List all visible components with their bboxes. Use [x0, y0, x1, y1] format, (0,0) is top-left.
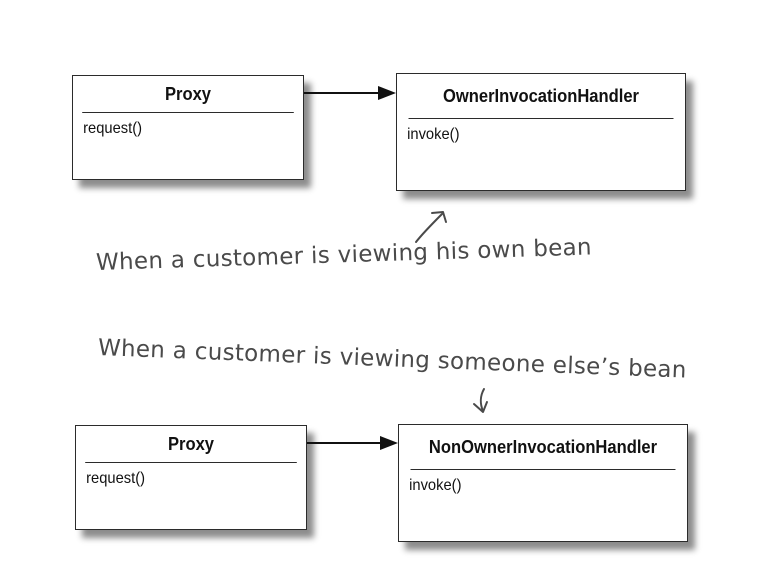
bottom-proxy-box: Proxy request()	[75, 425, 307, 530]
top-handler-method: invoke()	[407, 126, 460, 143]
bottom-association-arrow	[307, 436, 398, 450]
top-handler-title: OwnerInvocationHandler	[408, 74, 674, 119]
top-proxy-method: request()	[83, 120, 143, 137]
top-handwritten-arrow	[415, 211, 447, 243]
bottom-proxy-method: request()	[86, 470, 146, 487]
top-proxy-title: Proxy	[82, 76, 294, 113]
top-proxy-box: Proxy request()	[72, 75, 304, 180]
top-handler-box: OwnerInvocationHandler invoke()	[396, 73, 686, 191]
top-association-arrow	[304, 86, 396, 100]
bottom-handler-title: NonOwnerInvocationHandler	[410, 425, 676, 470]
bottom-proxy-title: Proxy	[85, 426, 297, 463]
bottom-handwritten-arrow	[473, 388, 488, 413]
bottom-handler-box: NonOwnerInvocationHandler invoke()	[398, 424, 688, 542]
bottom-handler-method: invoke()	[409, 477, 462, 494]
